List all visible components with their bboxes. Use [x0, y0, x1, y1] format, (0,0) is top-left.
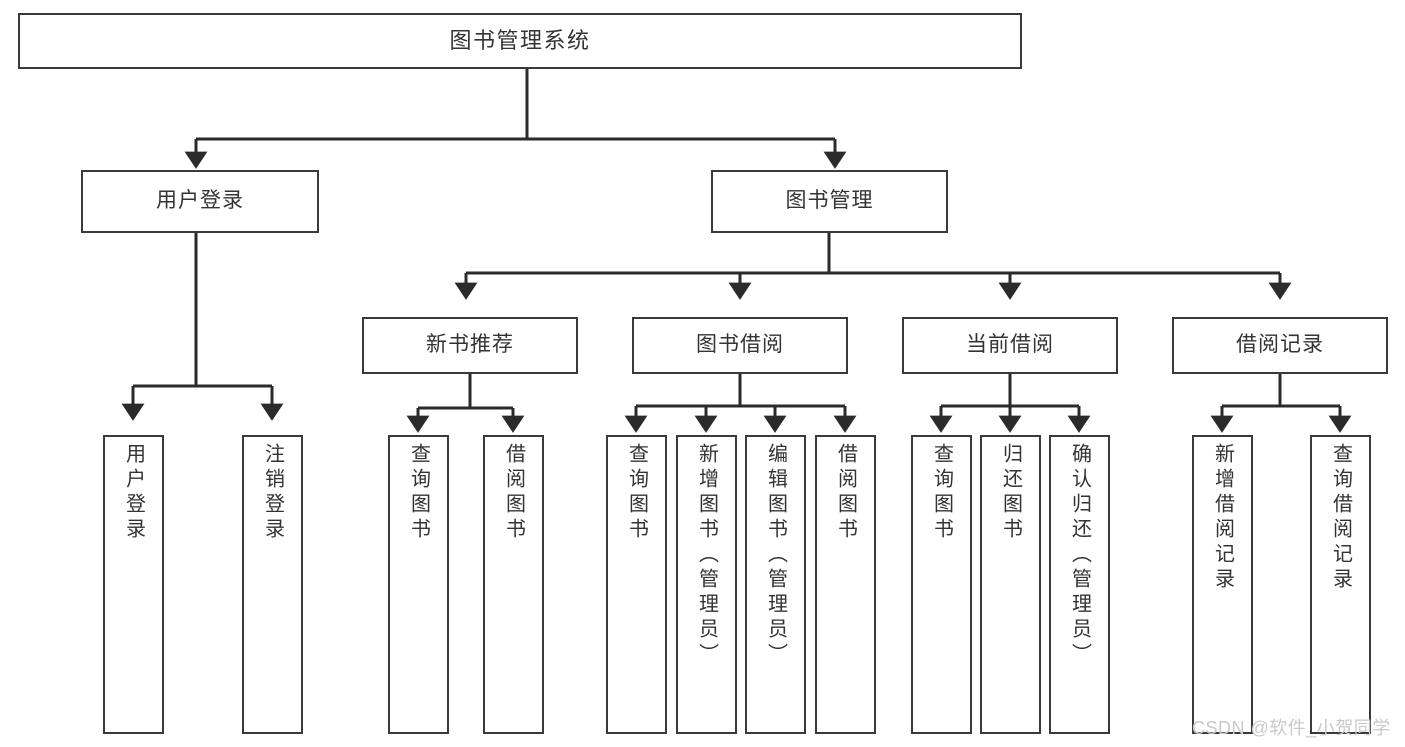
leaf-confirm-return-label: 确认归还（管理员） — [1068, 443, 1091, 668]
leaf-add-book[interactable]: 新增图书（管理员） — [676, 435, 737, 734]
leaf-add-book-label: 新增图书（管理员） — [695, 443, 718, 668]
leaf-query-book-1[interactable]: 查询图书 — [388, 435, 449, 734]
leaf-user-login-label: 用户登录 — [122, 443, 145, 543]
leaf-query-book-1-label: 查询图书 — [407, 443, 430, 543]
leaf-return-book-label: 归还图书 — [999, 443, 1022, 543]
leaf-confirm-return[interactable]: 确认归还（管理员） — [1049, 435, 1110, 734]
leaf-edit-book-label: 编辑图书（管理员） — [764, 443, 787, 668]
node-book-management-label: 图书管理 — [785, 189, 874, 213]
leaf-user-login[interactable]: 用户登录 — [103, 435, 164, 734]
node-new-book-recommend[interactable]: 新书推荐 — [362, 317, 578, 374]
node-borrow-records-label: 借阅记录 — [1236, 333, 1324, 357]
node-new-book-recommend-label: 新书推荐 — [426, 333, 514, 357]
node-book-borrow[interactable]: 图书借阅 — [632, 317, 848, 374]
node-root-label: 图书管理系统 — [449, 28, 591, 54]
leaf-borrow-book-2[interactable]: 借阅图书 — [815, 435, 876, 734]
leaf-user-logout[interactable]: 注销登录 — [242, 435, 303, 734]
leaf-query-book-2[interactable]: 查询图书 — [606, 435, 667, 734]
node-book-management[interactable]: 图书管理 — [711, 170, 948, 233]
leaf-edit-book[interactable]: 编辑图书（管理员） — [745, 435, 806, 734]
node-current-borrow-label: 当前借阅 — [966, 333, 1054, 357]
leaf-borrow-book-1-label: 借阅图书 — [502, 443, 525, 543]
leaf-query-borrow-record-label: 查询借阅记录 — [1329, 443, 1352, 593]
leaf-add-borrow-record[interactable]: 新增借阅记录 — [1192, 435, 1253, 734]
node-current-borrow[interactable]: 当前借阅 — [902, 317, 1118, 374]
leaf-borrow-book-2-label: 借阅图书 — [834, 443, 857, 543]
leaf-user-logout-label: 注销登录 — [261, 443, 284, 543]
node-borrow-records[interactable]: 借阅记录 — [1172, 317, 1388, 374]
node-user-login[interactable]: 用户登录 — [81, 170, 319, 233]
leaf-query-borrow-record[interactable]: 查询借阅记录 — [1310, 435, 1371, 734]
leaf-add-borrow-record-label: 新增借阅记录 — [1211, 443, 1234, 593]
leaf-return-book[interactable]: 归还图书 — [980, 435, 1041, 734]
node-book-borrow-label: 图书借阅 — [696, 333, 784, 357]
leaf-query-book-3[interactable]: 查询图书 — [911, 435, 972, 734]
node-root[interactable]: 图书管理系统 — [18, 13, 1022, 69]
leaf-query-book-3-label: 查询图书 — [930, 443, 953, 543]
node-user-login-label: 用户登录 — [156, 189, 244, 213]
leaf-borrow-book-1[interactable]: 借阅图书 — [483, 435, 544, 734]
leaf-query-book-2-label: 查询图书 — [625, 443, 648, 543]
